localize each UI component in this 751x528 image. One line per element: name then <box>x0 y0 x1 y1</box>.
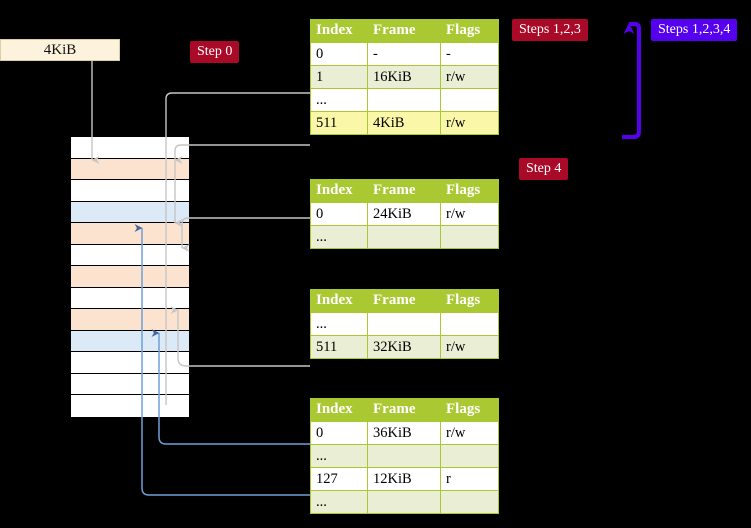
table-cell-flags: r/w <box>440 421 499 445</box>
badge-steps-123: Steps 1,2,3 <box>512 19 588 42</box>
memory-row <box>71 244 189 266</box>
table-cell-frame: 36KiB <box>367 421 441 445</box>
memory-row <box>71 287 189 309</box>
column-header-frame: Frame <box>367 289 441 313</box>
physical-memory-column <box>70 136 190 417</box>
memory-row <box>71 373 189 395</box>
table-cell-index: 127 <box>310 467 368 491</box>
table-cell-flags: r/w <box>440 335 499 359</box>
table-cell-index: 1 <box>310 65 368 89</box>
memory-row <box>71 266 189 288</box>
table-row: 0-- <box>310 42 499 66</box>
table-cell-frame <box>367 444 441 468</box>
table-row: ... <box>310 225 499 249</box>
table-cell-index: ... <box>310 312 368 336</box>
table-cell-frame <box>367 490 441 514</box>
steps-loop-arrow-path <box>622 22 641 139</box>
memory-row <box>71 201 189 223</box>
table-cell-flags <box>440 225 499 249</box>
table-cell-flags <box>440 490 499 514</box>
memory-row <box>71 180 189 202</box>
table-cell-frame: 12KiB <box>367 467 441 491</box>
column-header-frame: Frame <box>367 179 441 203</box>
table-cell-flags: r/w <box>440 111 499 135</box>
table-row: ... <box>310 312 499 336</box>
table-cell-flags <box>440 444 499 468</box>
connector-t2-row0 <box>181 217 310 252</box>
table-cell-index: ... <box>310 225 368 249</box>
table-row: ... <box>310 444 499 468</box>
table-cell-flags: r/w <box>440 65 499 89</box>
table-cell-frame <box>367 88 441 112</box>
table-cell-flags: r/w <box>440 202 499 226</box>
table-cell-flags: r <box>440 467 499 491</box>
memory-row <box>71 395 189 417</box>
memory-row <box>71 309 189 331</box>
table-cell-frame: 32KiB <box>367 335 441 359</box>
table-cell-index: 0 <box>310 42 368 66</box>
table-row: ... <box>310 88 499 112</box>
memory-row <box>71 223 189 245</box>
memory-row <box>71 330 189 352</box>
table-cell-index: 0 <box>310 202 368 226</box>
column-header-flags: Flags <box>440 289 499 313</box>
size-box-label: 4KiB <box>43 41 77 58</box>
memory-row <box>71 158 189 180</box>
table-cell-frame <box>367 225 441 249</box>
table-cell-flags <box>440 88 499 112</box>
column-header-index: Index <box>310 398 368 422</box>
column-header-index: Index <box>310 19 368 43</box>
size-box-4kib: 4KiB <box>0 39 120 61</box>
column-header-index: Index <box>310 289 368 313</box>
table-cell-flags: - <box>440 42 499 66</box>
memory-row <box>71 137 189 159</box>
table-cell-index: ... <box>310 490 368 514</box>
table-cell-index: 511 <box>310 335 368 359</box>
table-cell-index: ... <box>310 88 368 112</box>
column-header-flags: Flags <box>440 19 499 43</box>
table-cell-flags <box>440 312 499 336</box>
table-cell-index: 511 <box>310 111 368 135</box>
badge-steps-1234: Steps 1,2,3,4 <box>651 19 738 42</box>
column-header-flags: Flags <box>440 398 499 422</box>
table-cell-index: 0 <box>310 421 368 445</box>
memory-row <box>71 352 189 374</box>
column-header-frame: Frame <box>367 398 441 422</box>
connector-t3-row511 <box>170 306 310 367</box>
column-header-index: Index <box>310 179 368 203</box>
step-loop-arrow <box>622 22 641 139</box>
table-cell-index: ... <box>310 444 368 468</box>
badge-step-0: Step 0 <box>190 41 240 64</box>
table-cell-frame: 24KiB <box>367 202 441 226</box>
badge-step-4: Step 4 <box>519 158 569 181</box>
table-cell-frame: 16KiB <box>367 65 441 89</box>
table-cell-frame: - <box>367 42 441 66</box>
table-cell-frame: 4KiB <box>367 111 441 135</box>
table-cell-frame <box>367 312 441 336</box>
connector-t1-row511 <box>174 144 310 164</box>
column-header-flags: Flags <box>440 179 499 203</box>
column-header-frame: Frame <box>367 19 441 43</box>
table-row: ... <box>310 490 499 514</box>
